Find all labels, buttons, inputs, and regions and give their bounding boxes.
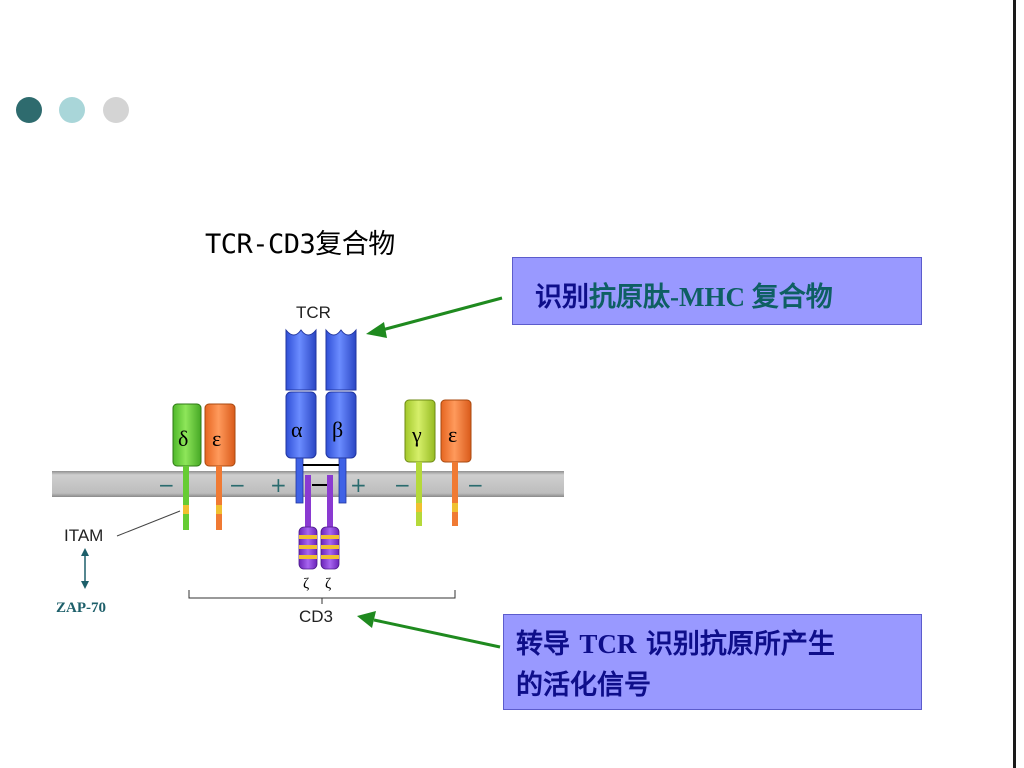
- callout-recognize-part2: 抗原肽: [589, 282, 670, 313]
- zap70-double-arrow: [81, 548, 89, 589]
- epsilon-symbol-right: ε: [448, 422, 457, 447]
- callout-transduce-line1-b: TCR: [579, 629, 637, 659]
- cd3-epsilon-chain-left: ε: [204, 403, 236, 530]
- tcr-alpha-chain: α: [285, 328, 317, 504]
- slide-edge-line: [1013, 0, 1016, 768]
- zeta-chain-right: [320, 475, 340, 570]
- zeta-chain-left: [298, 475, 318, 570]
- zap70-label: ZAP-70: [56, 600, 106, 616]
- alpha-symbol: α: [291, 417, 303, 442]
- callout-recognize-antigen: 识别抗原肽-MHC 复合物: [512, 257, 922, 325]
- delta-symbol: δ: [178, 426, 188, 451]
- callout-recognize-part3: -MHC: [670, 282, 752, 312]
- charge-minus-4: −: [467, 473, 484, 497]
- gamma-symbol: γ: [411, 422, 422, 447]
- cd3-label: CD3: [299, 607, 333, 626]
- callout-transduce-signal: 转导 TCR 识别抗原所产生 的活化信号: [503, 614, 922, 710]
- callout-transduce-line1: 转导 TCR 识别抗原所产生: [516, 624, 913, 665]
- decor-dot-grey: [103, 97, 129, 123]
- itam-label: ITAM: [64, 526, 103, 545]
- charge-minus-3: −: [394, 473, 411, 497]
- charge-minus-2: −: [229, 473, 246, 497]
- cd3-epsilon-chain-right: ε: [440, 399, 472, 526]
- callout-transduce-line2: 的活化信号: [516, 670, 651, 701]
- decor-dot-dark: [16, 97, 42, 123]
- callout-recognize-part1: 识别: [535, 282, 589, 313]
- beta-symbol: β: [332, 417, 343, 442]
- arrow-to-cd3: [357, 611, 501, 649]
- slide-title: TCR-CD3复合物: [205, 229, 395, 260]
- cd3-delta-chain: δ: [172, 403, 202, 530]
- decor-dot-light: [59, 97, 85, 123]
- zeta-symbol-right: ζ: [325, 576, 331, 592]
- epsilon-symbol-left: ε: [212, 426, 221, 451]
- charge-plus-2: +: [350, 473, 367, 497]
- callout-transduce-line1-c: 识别抗原所产生: [636, 629, 835, 660]
- cd3-bracket: [188, 590, 456, 604]
- cd3-gamma-chain: γ: [404, 399, 436, 526]
- arrow-to-tcr: [366, 296, 503, 338]
- callout-recognize-part4: 复合物: [751, 282, 833, 313]
- charge-plus-1: +: [270, 473, 287, 497]
- charge-minus-1: −: [158, 473, 175, 497]
- tcr-beta-chain: β: [325, 328, 357, 504]
- itam-pointer: [116, 510, 181, 537]
- tcr-label: TCR: [296, 303, 331, 322]
- callout-transduce-line1-a: 转导: [516, 629, 580, 660]
- zeta-symbol-left: ζ: [303, 576, 309, 592]
